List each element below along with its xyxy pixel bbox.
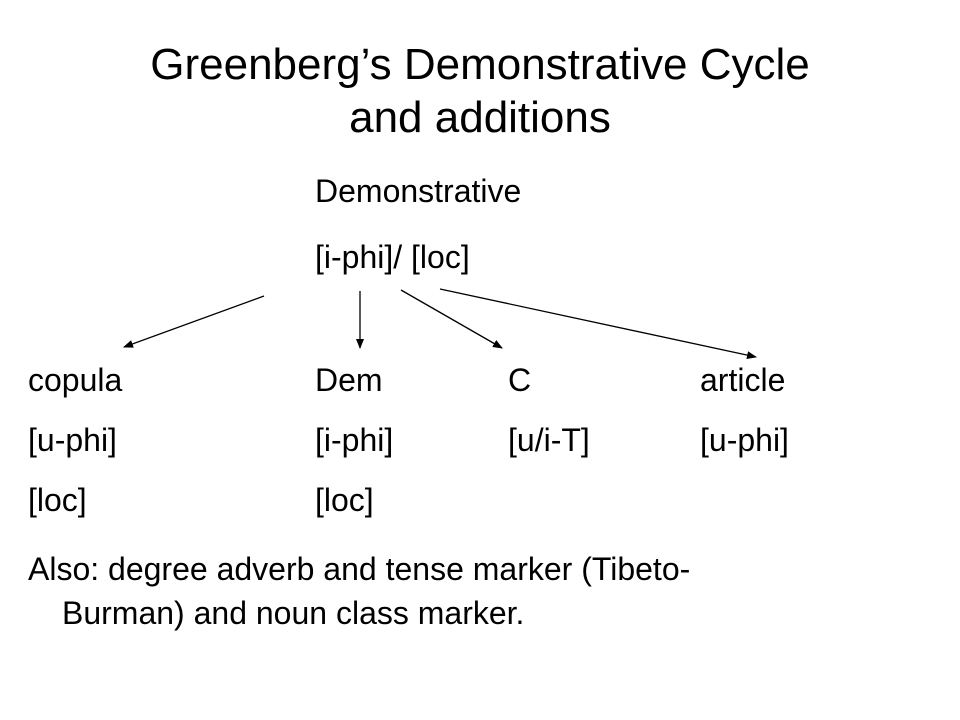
- target-copula-label: copula: [28, 362, 123, 398]
- additional-note: Also: degree adverb and tense marker (Ti…: [28, 547, 928, 635]
- arrow-to-copula: [123, 295, 265, 348]
- source-label: Demonstrative: [315, 173, 522, 209]
- target-dem-feature-1: [i-phi]: [315, 422, 394, 458]
- title-line-1: Greenberg’s Demonstrative Cycle: [150, 40, 810, 89]
- target-article-label: article: [700, 362, 786, 398]
- target-article-feature-1: [u-phi]: [700, 422, 789, 458]
- note-line-2: Burman) and noun class marker.: [62, 595, 525, 631]
- target-c-label: C: [508, 362, 532, 398]
- target-dem-feature-2: [loc]: [315, 482, 374, 518]
- slide-title: Greenberg’s Demonstrative Cycle and addi…: [0, 38, 960, 144]
- arrow-to-c: [400, 289, 503, 349]
- target-dem-label: Dem: [315, 362, 383, 398]
- target-copula-feature-2: [loc]: [28, 482, 87, 518]
- note-line-1: Also: degree adverb and tense marker (Ti…: [28, 551, 691, 587]
- source-features: [i-phi]/ [loc]: [315, 239, 470, 275]
- arrow-to-article: [439, 288, 757, 360]
- target-copula-feature-1: [u-phi]: [28, 422, 117, 458]
- title-line-2: and additions: [349, 93, 611, 142]
- target-c-feature-1: [u/i-T]: [508, 422, 590, 458]
